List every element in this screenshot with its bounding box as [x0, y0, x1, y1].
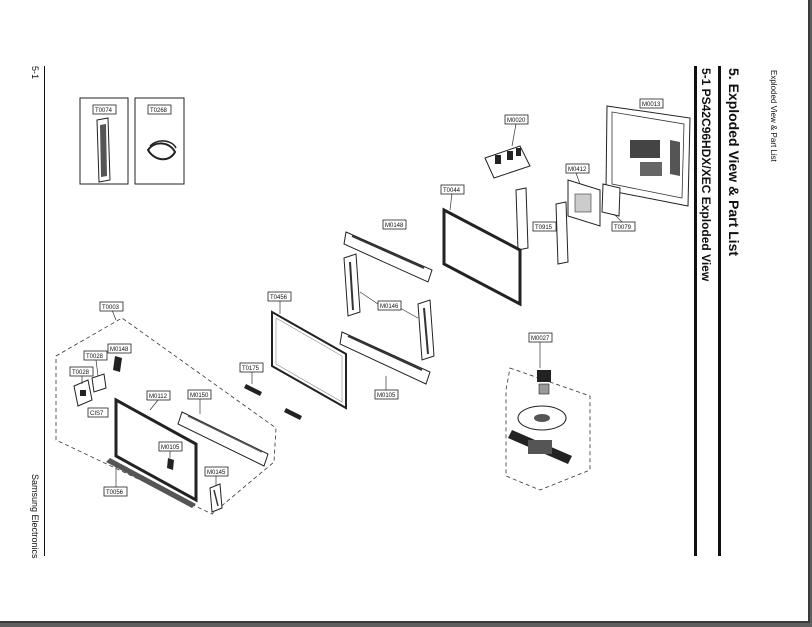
plasma-panel-part: [442, 207, 522, 307]
tag-T0028-lower: T0028: [69, 366, 94, 377]
small-bracket-part: [113, 356, 122, 372]
svg-text:M0146: M0146: [380, 304, 399, 310]
tag-T0056: T0056: [103, 486, 128, 497]
tag-T0268: T0268: [147, 104, 172, 115]
side-cover-part: [209, 483, 223, 513]
svg-text:T0056: T0056: [106, 490, 124, 496]
tag-M0020: M0020: [504, 114, 529, 125]
svg-text:T0079: T0079: [614, 225, 632, 231]
svg-text:M0112: M0112: [149, 394, 168, 400]
svg-text:M0412: M0412: [568, 167, 587, 173]
bracket-part: [601, 183, 621, 217]
tag-M0148-top: M0148: [382, 219, 407, 230]
side-bar-part: [343, 253, 435, 361]
svg-text:T0028: T0028: [86, 354, 104, 360]
tag-M0105-front: M0105: [158, 441, 183, 452]
tag-M0148-front: M0148: [107, 343, 132, 354]
front-cabinet-assembly: [55, 317, 277, 515]
tag-T0074: T0074: [92, 104, 117, 115]
tag-T0044: T0044: [440, 184, 465, 195]
clip-part: [244, 384, 302, 420]
svg-text:CIS7: CIS7: [90, 411, 104, 417]
sensor-board-part: [73, 373, 107, 407]
rear-cover-part: [605, 105, 691, 207]
svg-text:M0148: M0148: [110, 347, 129, 353]
svg-text:M0105: M0105: [161, 445, 180, 451]
tag-T0003: T0003: [99, 301, 124, 312]
svg-text:M0150: M0150: [190, 393, 209, 399]
tag-M0013: M0013: [639, 98, 664, 109]
tag-T0456: T0456: [267, 291, 292, 302]
svg-text:M0027: M0027: [531, 336, 550, 342]
svg-text:M0105: M0105: [377, 393, 396, 399]
tag-T0079: T0079: [611, 221, 636, 232]
terminal-board-part: [484, 145, 531, 179]
top-bar-part: [343, 231, 433, 283]
tag-T0175: T0175: [239, 362, 264, 373]
filter-glass-part: [271, 310, 347, 410]
tag-M0146-side: M0146: [377, 300, 402, 311]
bottom-bar-part: [339, 331, 431, 385]
section-rule: [718, 66, 721, 556]
remote-control-icon: [96, 117, 111, 183]
stand-part: [505, 367, 591, 491]
stand-bracket-part: [515, 187, 569, 265]
tag-M0150: M0150: [187, 389, 212, 400]
svg-text:T0175: T0175: [242, 366, 260, 372]
power-cord-icon: [146, 140, 177, 161]
svg-text:T0044: T0044: [443, 188, 461, 194]
tag-T0028-upper: T0028: [83, 350, 108, 361]
svg-text:T0003: T0003: [102, 305, 120, 311]
svg-text:T0268: T0268: [150, 108, 168, 114]
svg-text:M0020: M0020: [507, 118, 526, 124]
tag-M0112: M0112: [146, 390, 171, 401]
svg-text:M0148: M0148: [385, 223, 404, 229]
svg-text:T0456: T0456: [270, 295, 288, 301]
button-part: [167, 458, 174, 470]
front-bezel-part: [106, 397, 198, 508]
tag-M0145: M0145: [204, 466, 229, 477]
svg-text:T0028: T0028: [72, 370, 90, 376]
tag-M0412: M0412: [565, 163, 590, 174]
main-board-part: [567, 179, 601, 227]
svg-text:M0013: M0013: [642, 102, 661, 108]
svg-text:T0915: T0915: [535, 225, 553, 231]
footer-rule: [44, 66, 45, 556]
tag-M0105-bottom: M0105: [374, 389, 399, 400]
tag-M0027: M0027: [528, 332, 553, 343]
speaker-bar-part: [177, 411, 269, 467]
svg-text:T0074: T0074: [95, 108, 113, 114]
tag-CIS7: CIS7: [87, 407, 109, 418]
subsection-rule: [694, 66, 697, 556]
tag-T0915: T0915: [532, 221, 557, 232]
svg-text:M0145: M0145: [207, 470, 226, 476]
